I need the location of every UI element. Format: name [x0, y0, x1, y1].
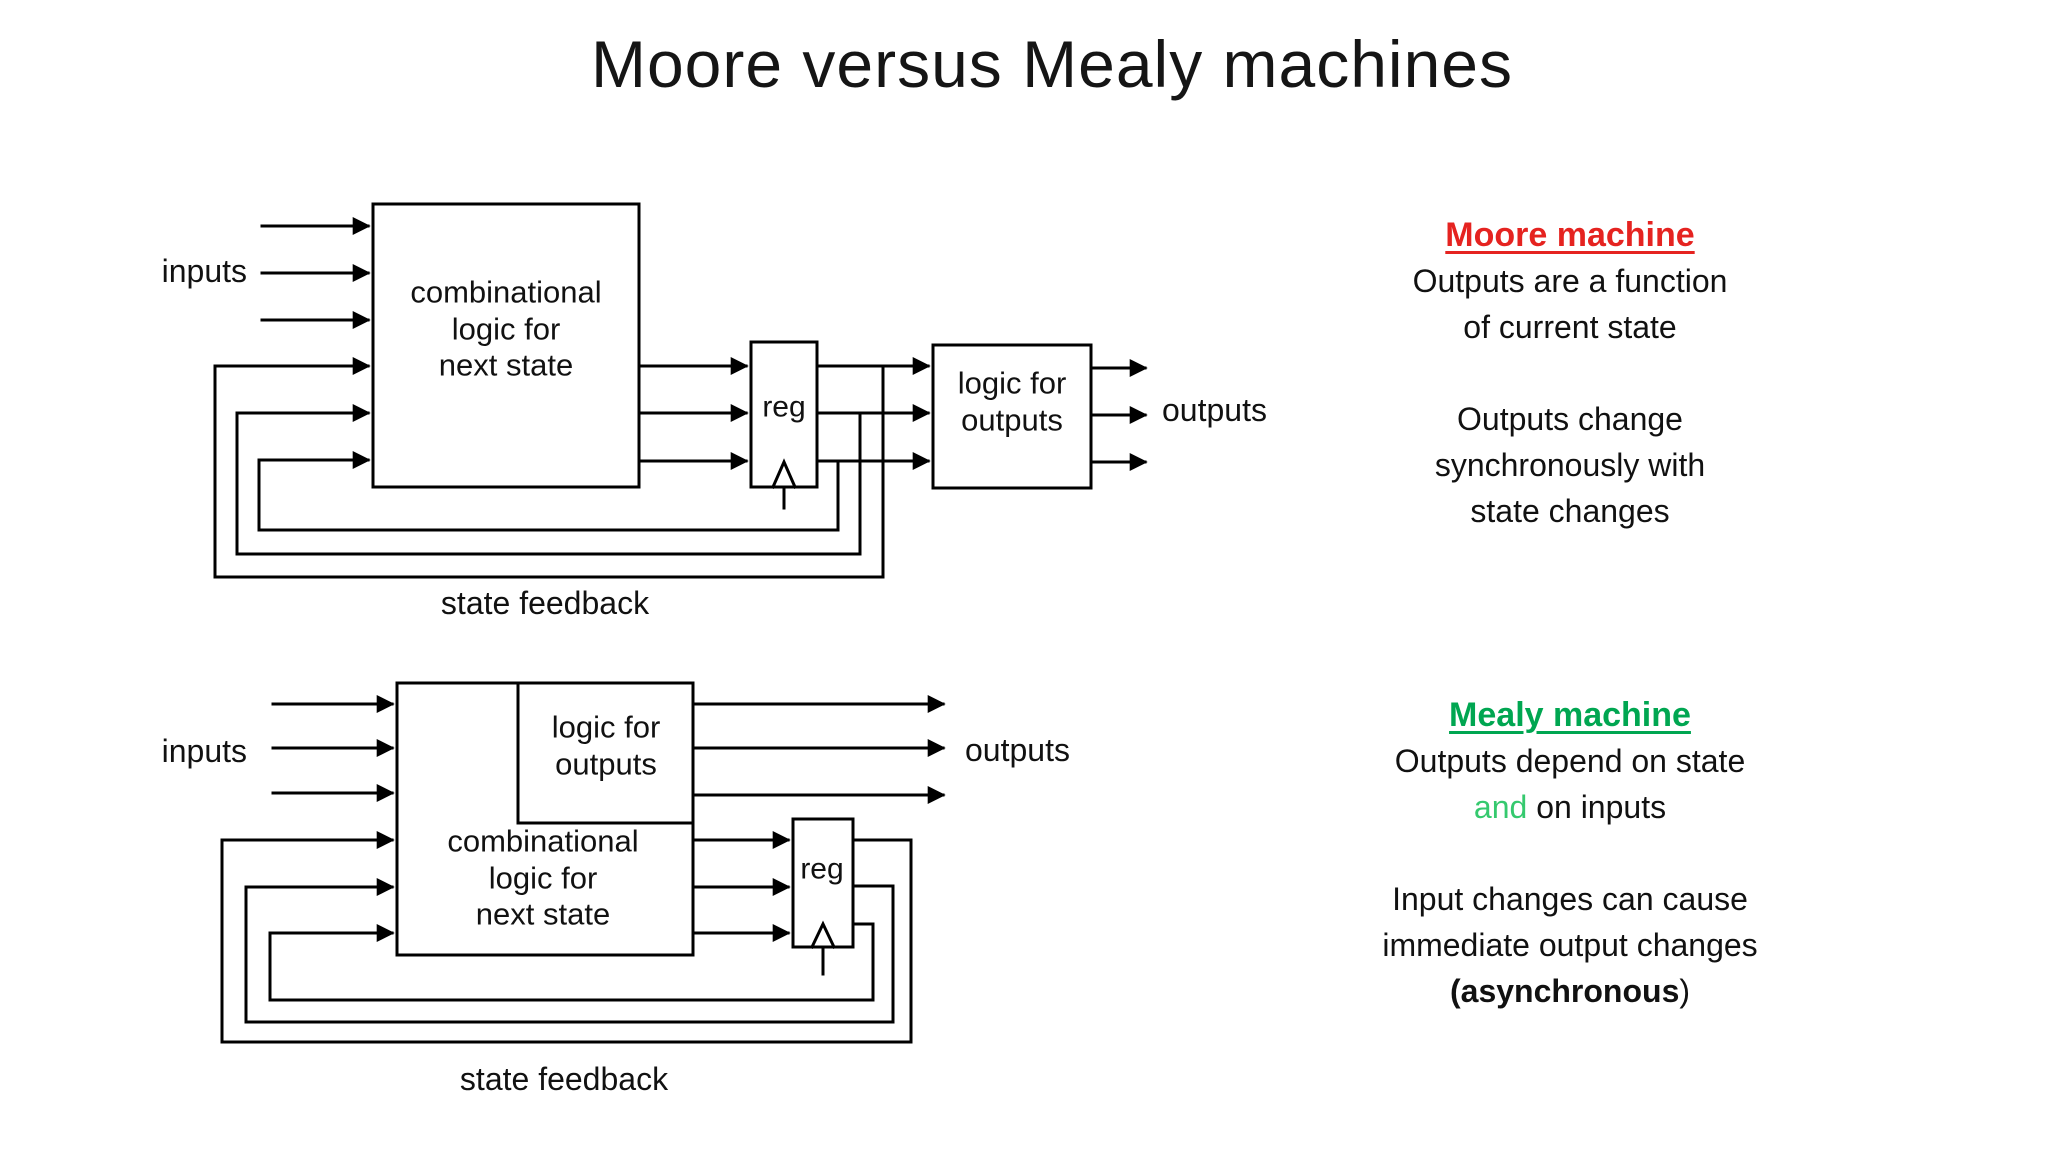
moore-combinational-box-label: combinational logic for next state [410, 275, 601, 383]
feedback-loop-inner [257, 458, 840, 532]
mealy-diagram: inputs logic for outputs combinational l… [162, 681, 1070, 1097]
moore-heading: Moore machine [1290, 212, 1850, 258]
box-label-line: logic for [552, 710, 661, 745]
mealy-output-logic-label: logic for outputs [552, 710, 661, 782]
box-label-line: outputs [555, 747, 657, 782]
feedback-loop-middle [244, 884, 895, 1024]
moore-line: synchronously with [1434, 447, 1706, 483]
moore-output-logic-label: logic for outputs [958, 366, 1067, 438]
moore-outputs-label: outputs [1162, 392, 1267, 428]
mealy-line-gap [1290, 830, 1850, 876]
box-label-line: logic for [958, 366, 1067, 401]
moore-line-gap [1290, 350, 1850, 396]
moore-description: Moore machine Outputs are a function of … [1290, 212, 1850, 534]
mealy-line: immediate output changes [1382, 927, 1758, 963]
moore-combinational-logic-box [371, 202, 641, 489]
asynchronous-bold: (asynchronous [1449, 973, 1680, 1009]
moore-clock-input [771, 458, 797, 510]
moore-line: state changes [1470, 493, 1670, 529]
feedback-loop-outer [220, 838, 913, 1044]
moore-line: Outputs are a function [1412, 263, 1728, 299]
mealy-clock-input [809, 920, 837, 976]
mealy-line: Outputs depend on state [1394, 743, 1746, 779]
moore-heading-text: Moore machine [1445, 216, 1695, 254]
mealy-feedback-arrows [220, 831, 395, 942]
moore-feedback-arrows [213, 357, 371, 469]
box-label-line: next state [439, 348, 573, 383]
feedback-loop-middle [235, 411, 862, 556]
mealy-line: Input changes can cause [1392, 881, 1748, 917]
moore-state-feedback-label: state feedback [441, 585, 650, 621]
mealy-feedback-loops [220, 838, 913, 1044]
moore-diagram: inputs combinational logic for next stat… [162, 202, 1267, 621]
mealy-heading: Mealy machine [1290, 692, 1850, 738]
mealy-state-feedback-label: state feedback [460, 1061, 669, 1097]
mealy-line-and-inputs: and on inputs [1290, 784, 1850, 830]
mealy-outputs-label: outputs [965, 732, 1070, 768]
mealy-input-arrows [271, 695, 395, 802]
box-label-line: logic for [452, 312, 561, 347]
on-inputs-text: on inputs [1527, 789, 1667, 825]
clock-wedge-icon [809, 920, 837, 950]
moore-nextstate-to-reg-arrows [637, 357, 749, 470]
feedback-loop-outer [213, 364, 885, 579]
mealy-combinational-box-label: combinational logic for next state [447, 824, 638, 932]
box-label-line: next state [476, 897, 610, 932]
mealy-output-arrows [693, 695, 946, 804]
moore-output-logic-box [931, 343, 1093, 490]
clock-wedge-icon [771, 458, 797, 489]
mealy-description: Mealy machine Outputs depend on state an… [1290, 692, 1850, 1014]
moore-inputs-label: inputs [162, 253, 247, 289]
and-word: and [1473, 789, 1528, 825]
mealy-output-logic-box [516, 681, 695, 825]
box-label-line: combinational [410, 275, 601, 310]
mealy-line-asynchronous: (asynchronous) [1290, 968, 1850, 1014]
mealy-inputs-label: inputs [162, 733, 247, 769]
asynchronous-close-paren: ) [1679, 973, 1691, 1009]
box-label-line: logic for [489, 861, 598, 896]
moore-feedback-loops [213, 364, 885, 579]
moore-output-arrows [1091, 359, 1148, 471]
moore-input-arrows [260, 217, 371, 329]
mealy-heading-text: Mealy machine [1449, 696, 1691, 734]
feedback-loop-inner [268, 922, 875, 1002]
box-label-line: combinational [447, 824, 638, 859]
moore-reg-to-outputlogic-arrows [815, 357, 931, 470]
mealy-reg-label: reg [800, 853, 843, 886]
moore-line: of current state [1463, 309, 1677, 345]
mealy-nextstate-to-reg-arrows [693, 831, 791, 942]
moore-reg-label: reg [762, 391, 805, 424]
moore-line: Outputs change [1457, 401, 1683, 437]
slide-title: Moore versus Mealy machines [591, 27, 1513, 101]
box-label-line: outputs [961, 403, 1063, 438]
